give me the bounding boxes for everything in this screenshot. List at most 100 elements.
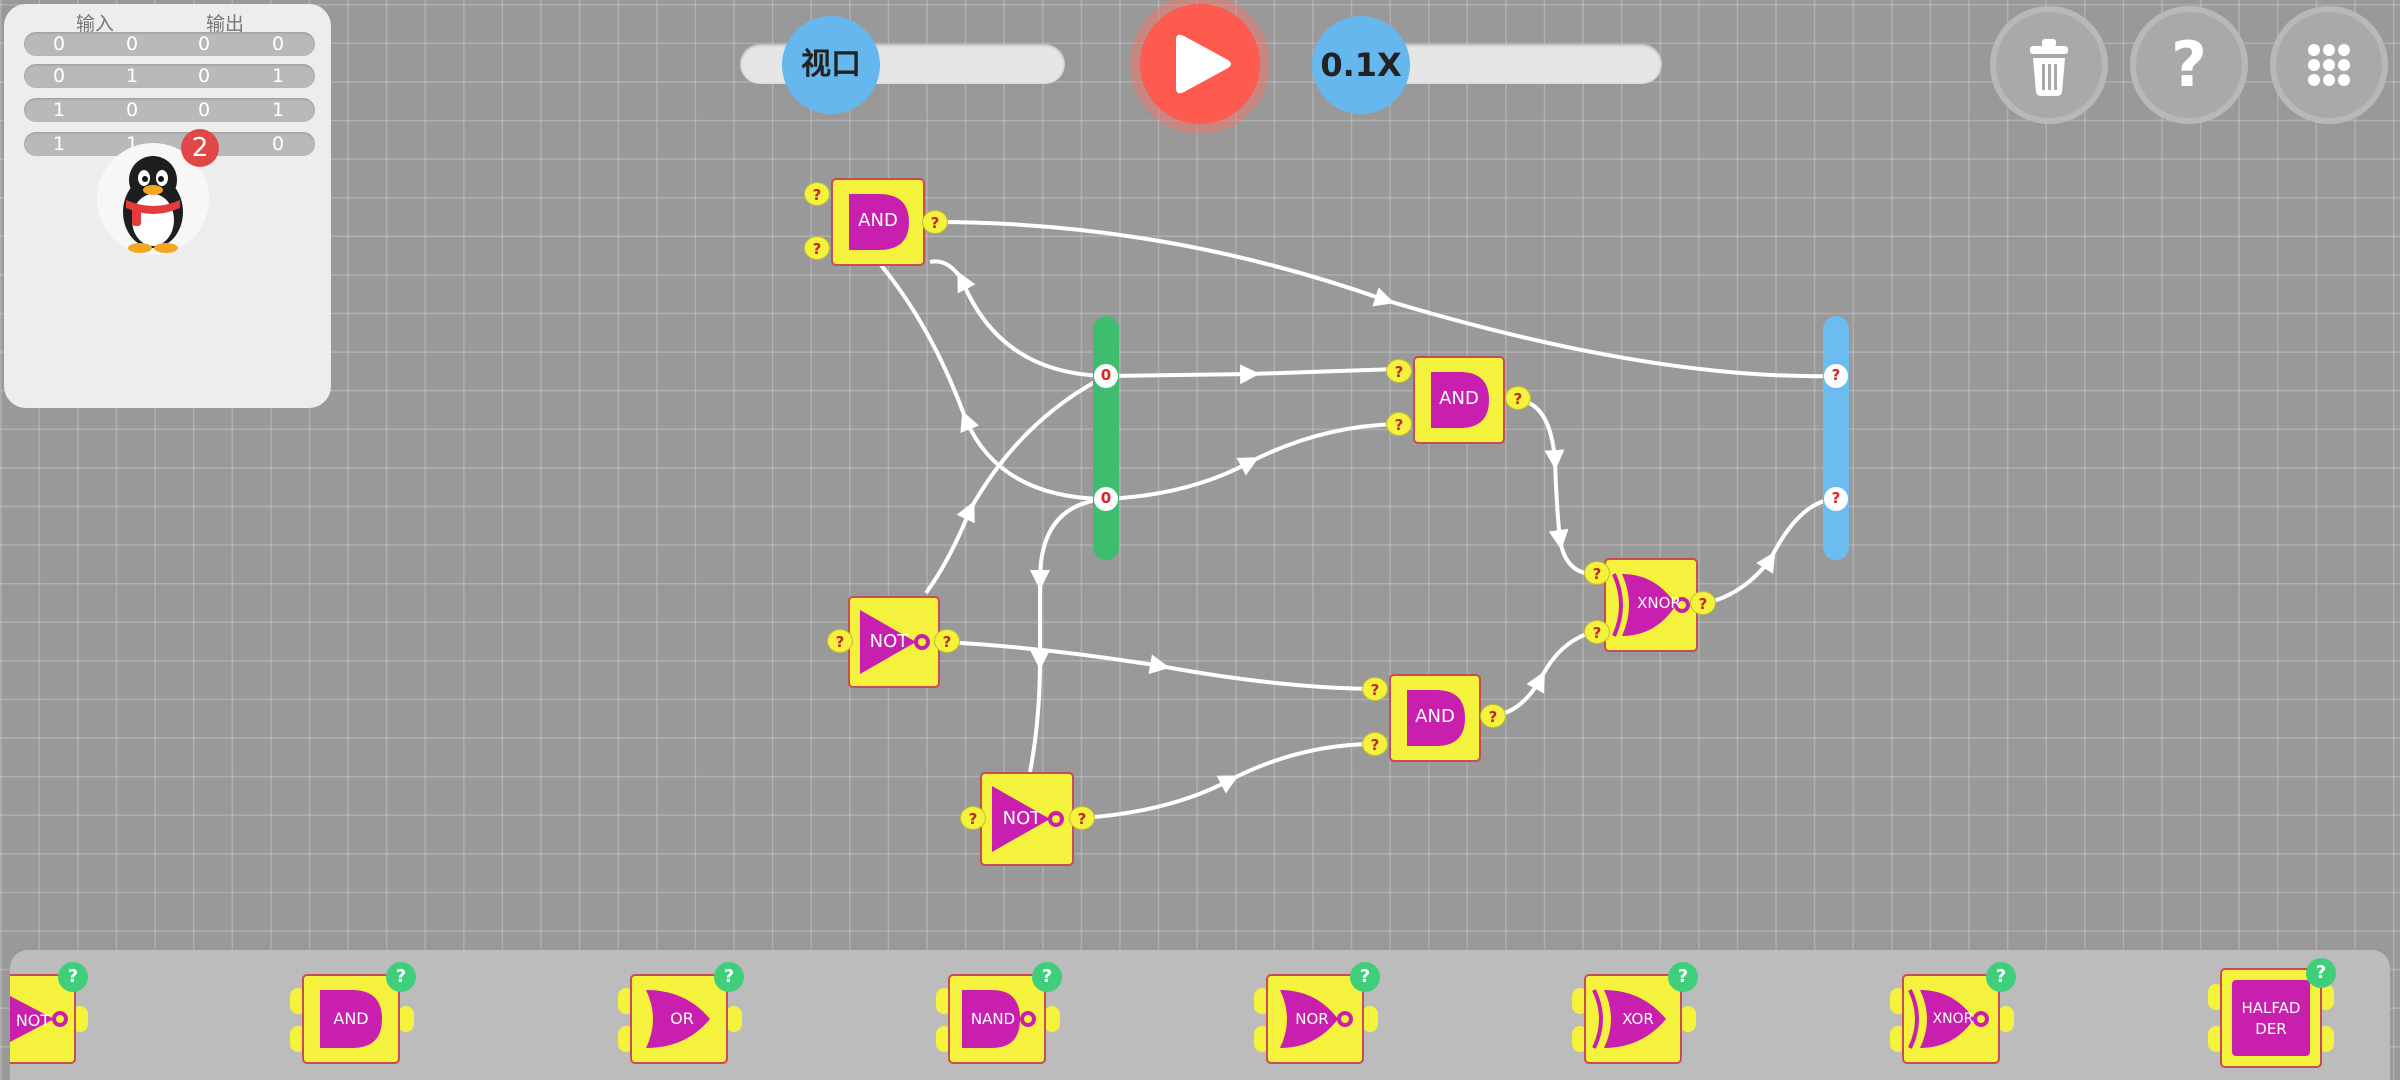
wire (868, 250, 1107, 501)
palette-half-adder-block: HALFADDER (2220, 968, 2322, 1068)
grid-menu-icon (2308, 44, 2350, 86)
palette-or-gate: OR (630, 974, 728, 1064)
wire (945, 640, 1376, 691)
penguin-avatar-icon[interactable] (96, 142, 211, 257)
palette-item-nand[interactable]: NAND ? (936, 962, 1076, 1074)
truth-header-input: 输入 (76, 13, 115, 35)
wire (933, 220, 1837, 379)
palette-item-and[interactable]: AND ? (290, 962, 430, 1074)
palette-help-badge[interactable]: ? (58, 962, 88, 992)
palette-item-xor[interactable]: XOR ? (1572, 962, 1712, 1074)
gate-output-pin[interactable]: ? (1480, 704, 1506, 728)
wire (1028, 497, 1107, 773)
wire (1490, 630, 1595, 718)
wire (924, 374, 1107, 595)
xnor-gate-icon (1908, 989, 1989, 1049)
menu-button[interactable] (2270, 6, 2388, 124)
output-node[interactable]: ? (1824, 487, 1848, 511)
wire (1105, 422, 1398, 501)
truth-cell: 1 (125, 65, 139, 87)
nor-gate-icon (1280, 990, 1353, 1048)
palette-help-badge[interactable]: ? (1350, 962, 1380, 992)
truth-cell: 0 (125, 33, 139, 55)
xor-gate-icon (1592, 989, 1666, 1049)
palette-label: OR (670, 1009, 694, 1028)
help-button[interactable]: ? (2130, 6, 2248, 124)
gate-palette: NOT ? AND ? OR ? (10, 950, 2390, 1080)
gate-input-pin[interactable]: ? (804, 236, 830, 260)
palette-item-nor[interactable]: NOR ? (1254, 962, 1394, 1074)
half-adder-icon (2232, 980, 2310, 1056)
palette-help-badge[interactable]: ? (1032, 962, 1062, 992)
truth-row: 0 1 0 1 (24, 64, 315, 88)
palette-help-badge[interactable]: ? (386, 962, 416, 992)
truth-cell: 0 (52, 33, 66, 55)
gate-input-pin[interactable]: ? (1362, 677, 1388, 701)
and-gate-icon (1407, 690, 1465, 746)
gate-input-pin[interactable]: ? (1386, 412, 1412, 436)
gate-output-pin[interactable]: ? (1690, 591, 1716, 615)
truth-cell: 1 (52, 99, 66, 121)
not-gate-icon (860, 610, 930, 674)
gate-label: AND (1415, 706, 1455, 727)
palette-help-badge[interactable]: ? (1668, 962, 1698, 992)
truth-cell: 0 (52, 65, 66, 87)
truth-cell: 0 (271, 133, 285, 155)
gate-input-pin[interactable]: ? (804, 182, 830, 206)
palette-item-or[interactable]: OR ? (618, 962, 758, 1074)
palette-help-badge[interactable]: ? (1986, 962, 2016, 992)
wire (1105, 364, 1398, 385)
palette-xnor-gate: XNOR (1902, 974, 2000, 1064)
gate-label: AND (1439, 388, 1479, 409)
truth-header-output: 输出 (206, 13, 245, 35)
gate-output-pin[interactable]: ? (1505, 386, 1531, 410)
not-gate[interactable]: NOT (848, 596, 940, 688)
palette-help-badge[interactable]: ? (2306, 958, 2336, 988)
speed-slider-knob[interactable]: 0.1X (1312, 16, 1410, 114)
truth-cell: 0 (197, 65, 211, 87)
gate-input-pin[interactable]: ? (827, 629, 853, 653)
xnor-gate[interactable]: XNOR (1604, 558, 1698, 652)
and-gate-icon (320, 990, 382, 1048)
output-node[interactable]: ? (1824, 364, 1848, 388)
not-gate-icon (10, 996, 68, 1042)
output-rail[interactable] (1823, 316, 1849, 560)
input-node[interactable]: 0 (1094, 487, 1118, 511)
wire (1081, 742, 1376, 820)
trash-button[interactable] (1990, 6, 2108, 124)
or-gate-icon (646, 990, 710, 1048)
palette-label: NOR (1295, 1010, 1329, 1028)
truth-cell: 1 (271, 65, 285, 87)
palette-help-badge[interactable]: ? (714, 962, 744, 992)
palette-item-half-adder[interactable]: HALFADDER ? (2208, 954, 2348, 1076)
and-gate[interactable]: AND (1413, 356, 1505, 444)
input-rail[interactable] (1093, 316, 1119, 560)
gate-output-pin[interactable]: ? (1069, 806, 1095, 830)
play-icon (1176, 34, 1231, 94)
gate-input-pin[interactable]: ? (960, 806, 986, 830)
play-button[interactable] (1140, 4, 1260, 124)
palette-item-xnor[interactable]: XNOR ? (1890, 962, 2030, 1074)
palette-item-not[interactable]: NOT ? (10, 962, 130, 1074)
palette-label: AND (333, 1009, 369, 1028)
notification-badge: 2 (181, 129, 219, 167)
gate-label: NOT (1002, 808, 1042, 829)
gate-input-pin[interactable]: ? (1386, 359, 1412, 383)
and-gate-icon (849, 194, 909, 250)
gate-input-pin[interactable]: ? (1584, 561, 1610, 585)
gate-output-pin[interactable]: ? (922, 210, 948, 234)
not-gate[interactable]: NOT (980, 772, 1074, 866)
palette-label: NOT (15, 1011, 51, 1030)
trash-icon (2030, 39, 2068, 96)
view-slider-knob[interactable]: 视口 (782, 16, 880, 114)
wire (929, 259, 1107, 378)
truth-row: 1 0 0 1 (24, 98, 315, 122)
and-gate[interactable]: AND (831, 178, 925, 266)
input-node[interactable]: 0 (1094, 364, 1118, 388)
gate-input-pin[interactable]: ? (1584, 620, 1610, 644)
and-gate[interactable]: AND (1389, 674, 1481, 762)
gate-output-pin[interactable]: ? (934, 629, 960, 653)
not-gate-icon (992, 786, 1064, 852)
gate-input-pin[interactable]: ? (1362, 732, 1388, 756)
